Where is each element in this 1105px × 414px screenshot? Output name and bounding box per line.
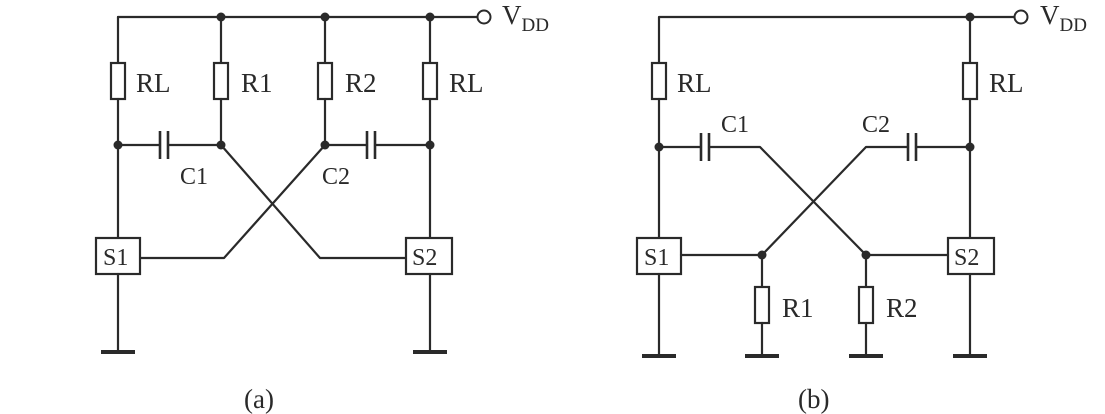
b-resistor-r1	[753, 285, 771, 325]
a-switch-s2	[404, 236, 454, 276]
b-load-resistor-right	[961, 61, 979, 101]
a-load-right-label: RL	[449, 68, 484, 98]
a-s2-label: S2	[412, 245, 437, 271]
b-c1-label: C1	[721, 112, 749, 138]
circuit-a: VDD RL R1 R2 RL C1	[94, 0, 549, 414]
a-c1-label: C1	[180, 164, 208, 190]
b-load-left-label: RL	[677, 68, 712, 98]
b-r1-label: R1	[782, 293, 814, 323]
a-resistor-r2	[316, 61, 334, 101]
a-resistor-r1	[212, 61, 230, 101]
b-cross-wire-2	[760, 145, 910, 257]
a-cross-wire-2	[138, 143, 327, 260]
a-s1-label: S1	[103, 245, 128, 271]
b-c2-label: C2	[862, 112, 890, 138]
b-cross-wire-1	[707, 145, 868, 257]
b-vdd-terminal	[1013, 9, 1029, 25]
b-s1-label: S1	[644, 245, 669, 271]
a-load-resistor-left	[109, 61, 127, 101]
b-load-right-label: RL	[989, 68, 1024, 98]
a-caption: (a)	[244, 384, 274, 414]
b-load-resistor-left	[650, 61, 668, 101]
a-vdd-label: VDD	[502, 0, 549, 36]
a-load-left-label: RL	[136, 68, 171, 98]
a-c2-label: C2	[322, 164, 350, 190]
a-load-resistor-right	[421, 61, 439, 101]
a-r1-label: R1	[241, 68, 273, 98]
b-supply-rail	[657, 15, 1016, 65]
a-switch-s1	[94, 236, 142, 276]
a-r2-label: R2	[345, 68, 377, 98]
b-caption: (b)	[798, 384, 829, 414]
b-r2-label: R2	[886, 293, 918, 323]
b-resistor-r2	[857, 285, 875, 325]
b-s2-label: S2	[954, 245, 979, 271]
b-vdd-label: VDD	[1040, 0, 1087, 36]
circuit-b: VDD RL RL C1 C2 S1 S2	[635, 0, 1087, 414]
a-junction-c2-right	[425, 140, 435, 150]
a-vdd-terminal	[476, 9, 492, 25]
b-switch-s1	[635, 236, 683, 276]
a-cross-wire-1	[219, 143, 410, 260]
